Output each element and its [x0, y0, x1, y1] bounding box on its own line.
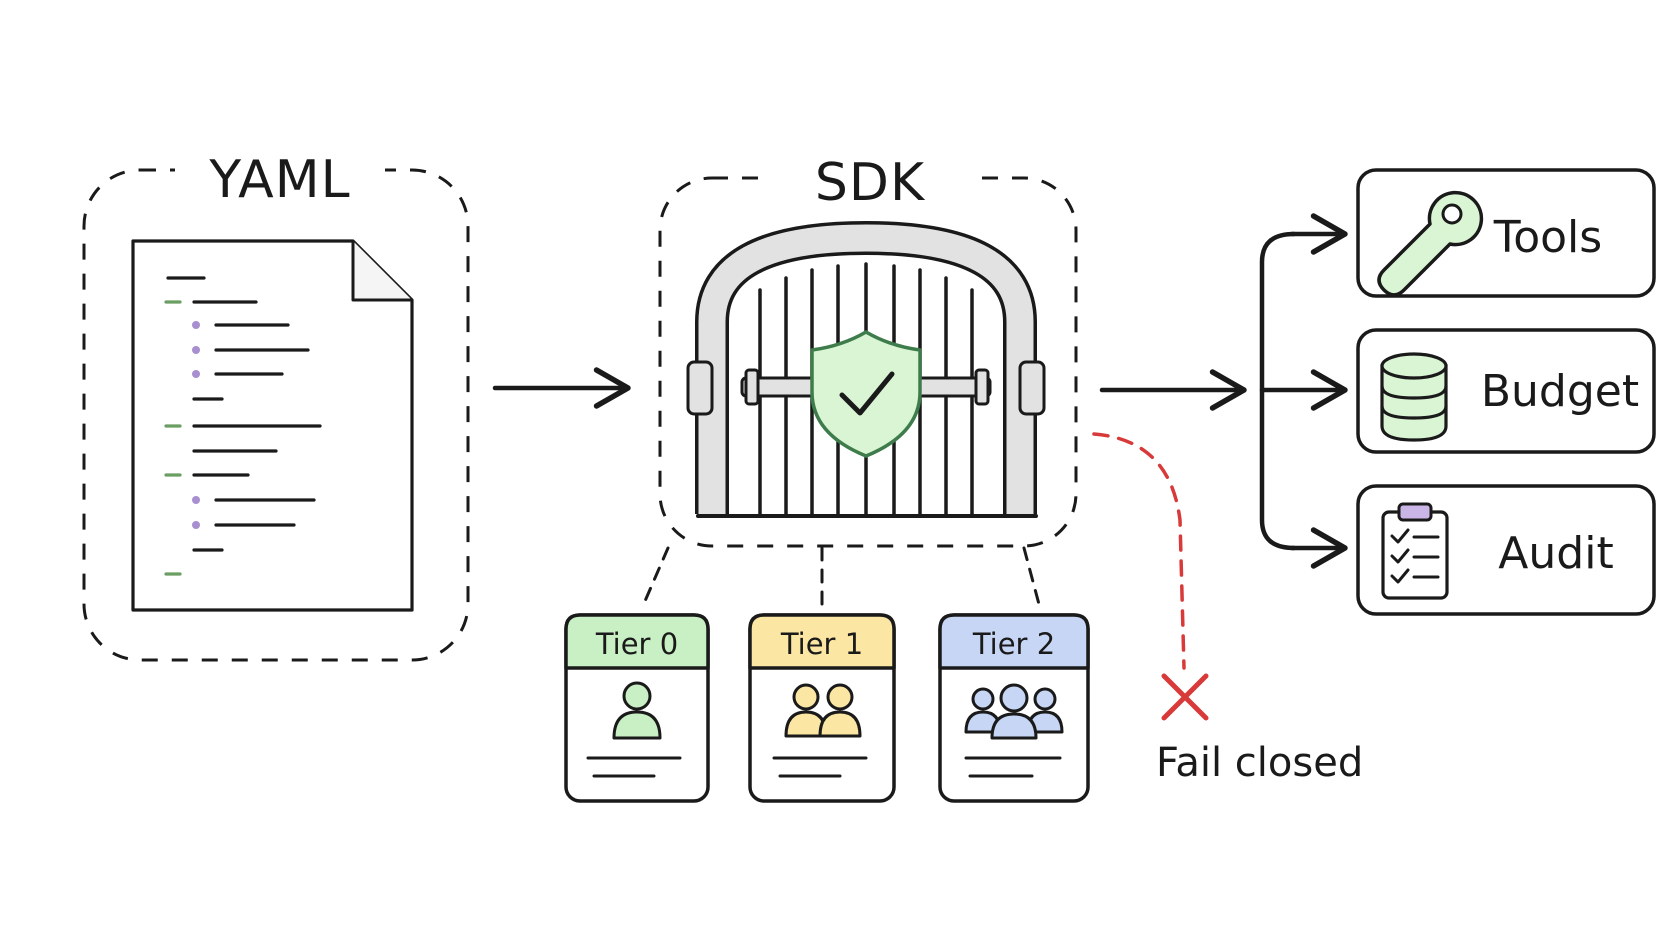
destination-audit: Audit — [1356, 484, 1656, 616]
shield-check-icon — [810, 330, 922, 458]
user-group-icon — [964, 683, 1064, 740]
yaml-title: YAML — [208, 150, 350, 210]
tier-0-label: Tier 0 — [595, 627, 678, 661]
clipboard-checklist-icon — [1381, 502, 1449, 600]
yaml-group: YAML — [82, 140, 470, 662]
tier-2-label: Tier 2 — [972, 627, 1055, 661]
sdk-title-gap — [770, 145, 970, 207]
sdk-title: SDK — [815, 153, 926, 213]
fail-closed-label: Fail closed — [1156, 740, 1363, 786]
fail-x-icon — [1161, 673, 1209, 721]
tier-card-2: Tier 2 — [938, 613, 1090, 803]
fail-closed-branch: Fail closed — [1092, 432, 1363, 786]
audit-label: Audit — [1498, 528, 1613, 579]
yaml-document-icon — [131, 239, 414, 612]
destination-budget: Budget — [1356, 328, 1656, 454]
gate-icon — [686, 221, 1046, 518]
tier-card-0: Tier 0 — [564, 613, 710, 803]
two-users-icon — [784, 683, 862, 738]
single-user-icon — [612, 681, 662, 740]
yaml-title-gap — [175, 140, 385, 202]
fail-dashed-path — [1092, 432, 1186, 670]
tier-connectors — [640, 546, 1042, 610]
tier-card-1: Tier 1 — [748, 613, 896, 803]
destination-tools: Tools — [1356, 168, 1656, 298]
tier-1-label: Tier 1 — [780, 627, 863, 661]
budget-label: Budget — [1481, 366, 1639, 417]
wrench-icon — [1377, 190, 1484, 297]
sdk-group: SDK — [658, 145, 1078, 548]
tools-label: Tools — [1493, 212, 1602, 263]
database-icon — [1380, 352, 1448, 442]
branch-arrows — [1099, 213, 1348, 569]
